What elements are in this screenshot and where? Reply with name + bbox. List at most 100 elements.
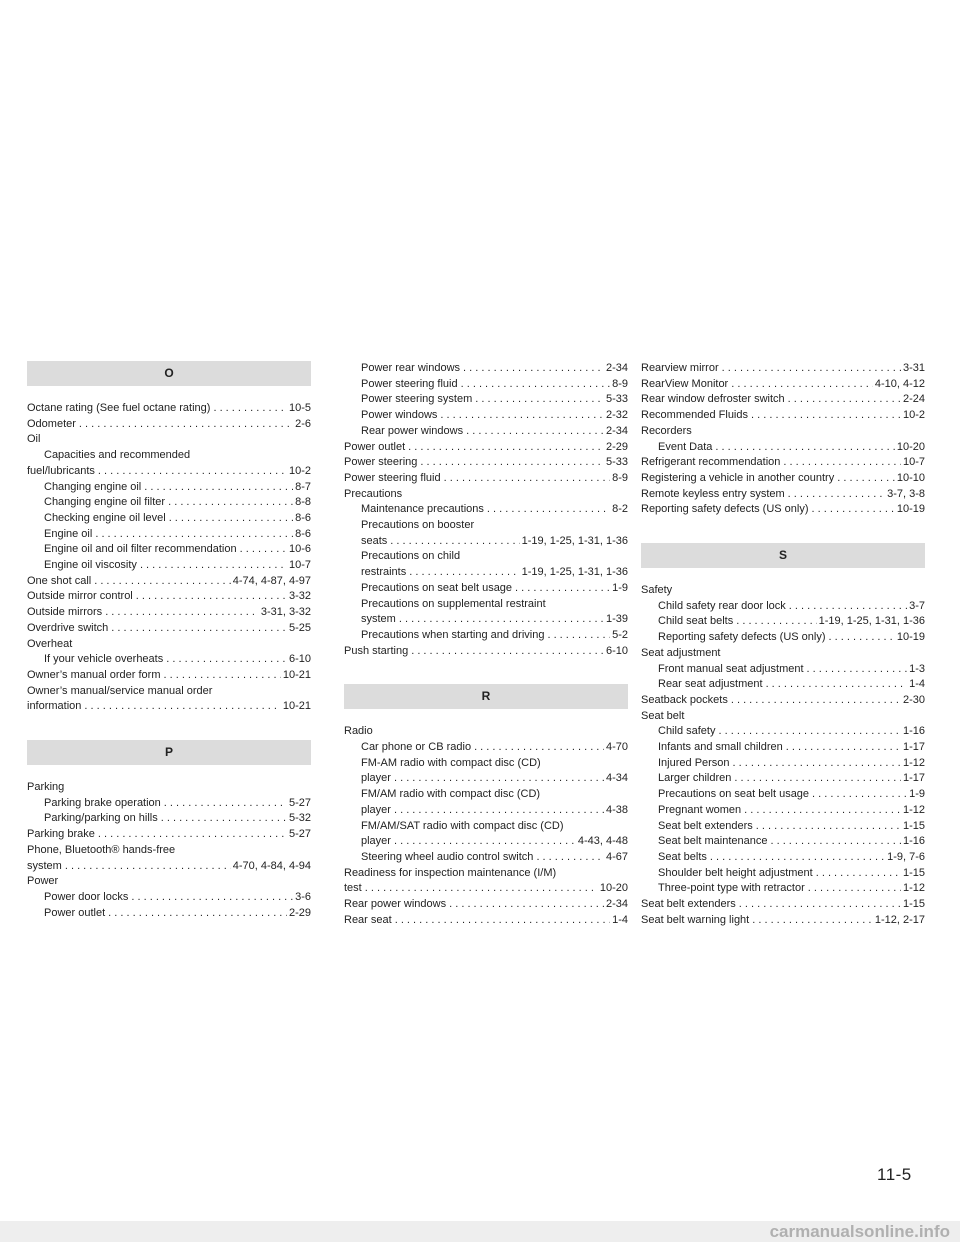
entry-page: 3-7 xyxy=(909,599,925,612)
dot-leader xyxy=(91,574,231,590)
index-subentry: Infants and small children1-17 xyxy=(641,740,925,756)
dot-leader xyxy=(804,662,908,678)
dot-leader xyxy=(512,581,610,597)
entry-page: 1-9 xyxy=(612,581,628,594)
entry-text: Rearview mirror xyxy=(641,362,719,374)
entry-text: system xyxy=(27,859,62,872)
entry-page: 4-34 xyxy=(605,772,628,785)
entry-text: Parking brake operation xyxy=(44,796,161,809)
index-subentry: Rear power windows2-34 xyxy=(344,424,628,440)
dot-leader xyxy=(441,471,610,487)
index-entry: Power xyxy=(27,875,59,888)
index-subentry: Parking/parking on hills5-32 xyxy=(27,811,311,827)
entry-text: Child safety xyxy=(658,725,716,738)
dot-leader xyxy=(780,455,901,471)
dot-leader xyxy=(95,827,287,843)
index-subentry: Larger children1-17 xyxy=(641,771,925,787)
dot-leader xyxy=(767,834,901,850)
entry-text: Outside mirrors xyxy=(27,606,103,619)
entry-text: Power steering xyxy=(344,456,418,469)
index-entry: Phone, Bluetooth® hands-free xyxy=(27,843,176,856)
dot-leader xyxy=(406,565,519,581)
entry-page: 2-6 xyxy=(295,417,311,430)
index-subentry: Power steering system5-33 xyxy=(344,392,628,408)
entry-page: 1-9 xyxy=(909,788,925,801)
dot-leader xyxy=(471,740,604,756)
entry-text: Larger children xyxy=(658,772,732,785)
index-subentry: Changing engine oil filter8-8 xyxy=(27,495,311,511)
index-subentry: Child safety rear door lock3-7 xyxy=(641,599,925,615)
entry-page: 10-10 xyxy=(896,471,925,484)
entry-page: 5-33 xyxy=(605,393,628,406)
entry-page: 5-32 xyxy=(288,812,311,825)
entry-page: 8-6 xyxy=(295,511,311,524)
dot-leader xyxy=(76,417,293,433)
entry-text: Power windows xyxy=(361,409,438,422)
entry-page: 2-29 xyxy=(605,440,628,453)
index-entry: Registering a vehicle in another country… xyxy=(641,471,925,487)
entry-page: 2-32 xyxy=(605,409,628,422)
dot-leader xyxy=(237,542,287,558)
entry-page: 1-39 xyxy=(605,613,628,626)
entry-text: Power steering fluid xyxy=(344,471,441,484)
entry-text: Rear power windows xyxy=(361,424,464,437)
entry-text: player xyxy=(361,835,391,848)
entry-text: Front manual seat adjustment xyxy=(658,662,804,675)
dot-leader xyxy=(785,487,885,503)
index-entry: Radio xyxy=(344,725,373,738)
index-subentry: Precautions on seat belt usage 1-9 xyxy=(641,787,925,803)
index-subentry: Engine oil8-6 xyxy=(27,527,311,543)
entry-page: 5-27 xyxy=(288,796,311,809)
entry-text: player xyxy=(361,803,391,816)
dot-leader xyxy=(62,859,231,875)
entry-text: Refrigerant recommendation xyxy=(641,456,781,469)
entry-page: 6-10 xyxy=(288,653,311,666)
entry-page: 4-43, 4-48 xyxy=(577,835,628,848)
dot-leader xyxy=(809,502,895,518)
entry-page: 2-30 xyxy=(902,693,925,706)
entry-page: 1-19, 1-25, 1-31, 1-36 xyxy=(818,615,925,628)
index-subentry: Pregnant women1-12 xyxy=(641,803,925,819)
section-header-o: O xyxy=(27,361,311,386)
dot-leader xyxy=(392,913,610,929)
index-entry: Push starting 6-10 xyxy=(344,644,628,660)
index-subentry: Precautions on child xyxy=(361,550,461,563)
dot-leader xyxy=(128,890,293,906)
entry-text: Seat belt extenders xyxy=(641,898,736,911)
index-entry: Seat belt extenders1-15 xyxy=(641,897,925,913)
entry-text: Seatback pockets xyxy=(641,693,728,706)
dot-leader xyxy=(158,811,287,827)
index-subentry: Rear seat adjustment1-4 xyxy=(641,677,925,693)
dot-leader xyxy=(396,612,604,628)
entry-page: 8-9 xyxy=(612,471,628,484)
entry-text: One shot call xyxy=(27,574,92,587)
index-subentry: Injured Person1-12 xyxy=(641,756,925,772)
dot-leader xyxy=(463,424,604,440)
entry-page: 1-16 xyxy=(902,835,925,848)
entry-text: Child seat belts xyxy=(658,615,734,628)
entry-page: 4-70 xyxy=(605,741,628,754)
entry-text: Push starting xyxy=(344,644,409,657)
dot-leader xyxy=(749,913,873,929)
dot-leader xyxy=(133,589,287,605)
index-subentry: Precautions on supplemental restraint xyxy=(361,597,546,610)
entry-text: Rear window defroster switch xyxy=(641,393,785,406)
entry-text: RearView Monitor xyxy=(641,377,729,390)
index-entry: Reporting safety defects (US only)10-19 xyxy=(641,502,925,518)
page-number: 11-5 xyxy=(877,1165,912,1184)
dot-leader xyxy=(108,621,287,637)
watermark: carmanualsonline.info xyxy=(0,1221,960,1242)
entry-text: player xyxy=(361,772,391,785)
entry-text: Power rear windows xyxy=(361,362,461,374)
entry-text: Precautions on seat belt usage xyxy=(658,788,810,801)
entry-page: 8-9 xyxy=(612,377,628,390)
section-header-p: P xyxy=(27,740,311,766)
index-subentry: Changing engine oil8-7 xyxy=(27,480,311,496)
index-entry: Rear window defroster switch2-24 xyxy=(641,392,925,408)
dot-leader xyxy=(437,408,604,424)
dot-leader xyxy=(460,361,604,377)
entry-page: 1-4 xyxy=(612,913,628,926)
entry-text: information xyxy=(27,700,82,713)
entry-page: 6-10 xyxy=(605,644,628,657)
dot-leader xyxy=(730,756,901,772)
